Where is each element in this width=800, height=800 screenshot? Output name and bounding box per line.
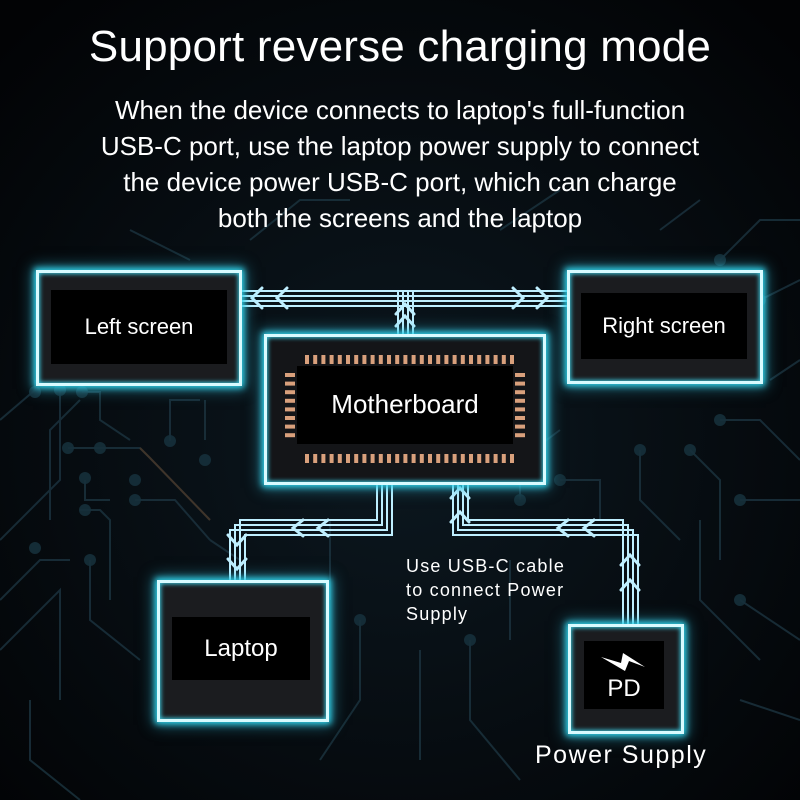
chip-pin — [285, 381, 295, 386]
chip-pin — [346, 355, 350, 364]
chip-pin — [477, 454, 482, 463]
chip-pin — [444, 454, 449, 463]
chip-pin — [419, 454, 424, 463]
description: When the device connects to laptop's ful… — [0, 92, 800, 236]
lightning-bolt-icon — [601, 653, 645, 671]
page-title: Support reverse charging mode — [88, 22, 712, 71]
chip-pin — [285, 433, 295, 438]
left-screen-label-panel: Left screen — [51, 290, 227, 364]
chip-pin — [515, 373, 525, 377]
chip-pin — [510, 355, 514, 364]
chip-pin — [354, 355, 359, 364]
annotation-line: Supply — [406, 604, 469, 624]
right-screen-label-panel: Right screen — [581, 293, 747, 359]
chip-pin — [362, 355, 367, 364]
chip-pin — [403, 355, 408, 364]
chip-pin — [411, 454, 416, 463]
description-line: both the screens and the laptop — [217, 203, 583, 233]
chip-pin — [428, 355, 432, 364]
chip-pin — [460, 355, 465, 364]
pd-label: PD — [607, 675, 641, 702]
chip-pin — [285, 398, 295, 403]
chip-pin — [493, 355, 498, 364]
chip-pin — [285, 373, 295, 377]
chip-pin — [362, 454, 367, 463]
chip-pin — [411, 355, 416, 364]
chip-pin — [428, 454, 432, 463]
chip-pin — [370, 355, 375, 364]
chip-pin — [515, 416, 525, 420]
chip-pin — [460, 454, 465, 463]
chip-pin — [305, 454, 309, 463]
chip-pin — [285, 407, 295, 412]
chip-pin — [469, 454, 473, 463]
laptop-box: Laptop — [157, 580, 329, 722]
chip-pin — [285, 424, 295, 429]
laptop-label-panel: Laptop — [172, 617, 310, 680]
chip-pin — [403, 454, 408, 463]
annotation-line: to connect Power — [406, 580, 565, 600]
chip-pin — [305, 355, 309, 364]
chip-pin — [285, 390, 295, 395]
motherboard-label: Motherboard — [331, 389, 479, 419]
chip-pin — [515, 381, 525, 386]
usb-c-annotation: Use USB-C cable to connect Power Supply — [406, 554, 565, 626]
chip-pin — [469, 355, 473, 364]
chip-pin — [515, 433, 525, 438]
chip-pin — [378, 355, 383, 364]
chip-pin — [515, 398, 525, 403]
chip-pin — [387, 355, 391, 364]
chip-pin — [321, 454, 326, 463]
chip-pin — [493, 454, 498, 463]
chip-pin — [485, 454, 490, 463]
chip-pin — [313, 355, 318, 364]
chip-pin — [329, 454, 334, 463]
chip-pin — [346, 454, 350, 463]
chip-pin — [419, 355, 424, 364]
chip-pin — [436, 454, 441, 463]
chip-pin — [395, 454, 400, 463]
chip-pin — [452, 355, 457, 364]
chip-pin — [313, 454, 318, 463]
chip-pin — [285, 416, 295, 420]
motherboard-box: Motherboard — [264, 334, 546, 485]
right-screen-box: Right screen — [567, 270, 763, 384]
left-screen-label: Left screen — [84, 314, 194, 339]
chip-pin — [515, 407, 525, 412]
chip-pin — [436, 355, 441, 364]
chip-pin — [337, 454, 342, 463]
chip-pin — [370, 454, 375, 463]
chip-pin — [485, 355, 490, 364]
chip-pin — [329, 355, 334, 364]
chip-pin — [395, 355, 400, 364]
chip-pin — [515, 390, 525, 395]
chip-pin — [387, 454, 391, 463]
power-supply-box: PD — [568, 624, 684, 734]
chip-pin — [337, 355, 342, 364]
description-line: When the device connects to laptop's ful… — [114, 95, 686, 125]
chip-pin — [477, 355, 482, 364]
annotation-line: Use USB-C cable — [406, 556, 566, 576]
pd-panel: PD — [584, 641, 664, 709]
chip-pin — [444, 355, 449, 364]
right-screen-label: Right screen — [602, 313, 726, 338]
chip-pin — [354, 454, 359, 463]
laptop-label: Laptop — [204, 634, 278, 662]
description-line: the device power USB-C port, which can c… — [123, 167, 677, 197]
left-screen-box: Left screen — [36, 270, 242, 386]
chip-icon — [285, 355, 525, 463]
chip-pin — [501, 355, 506, 364]
chip-pin — [321, 355, 326, 364]
chip-pin — [378, 454, 383, 463]
chip-pin — [452, 454, 457, 463]
chip-pin — [515, 424, 525, 429]
power-supply-caption: Power Supply — [535, 741, 708, 769]
description-line: USB-C port, use the laptop power supply … — [100, 131, 700, 161]
chip-pin — [501, 454, 506, 463]
chip-pin — [510, 454, 514, 463]
